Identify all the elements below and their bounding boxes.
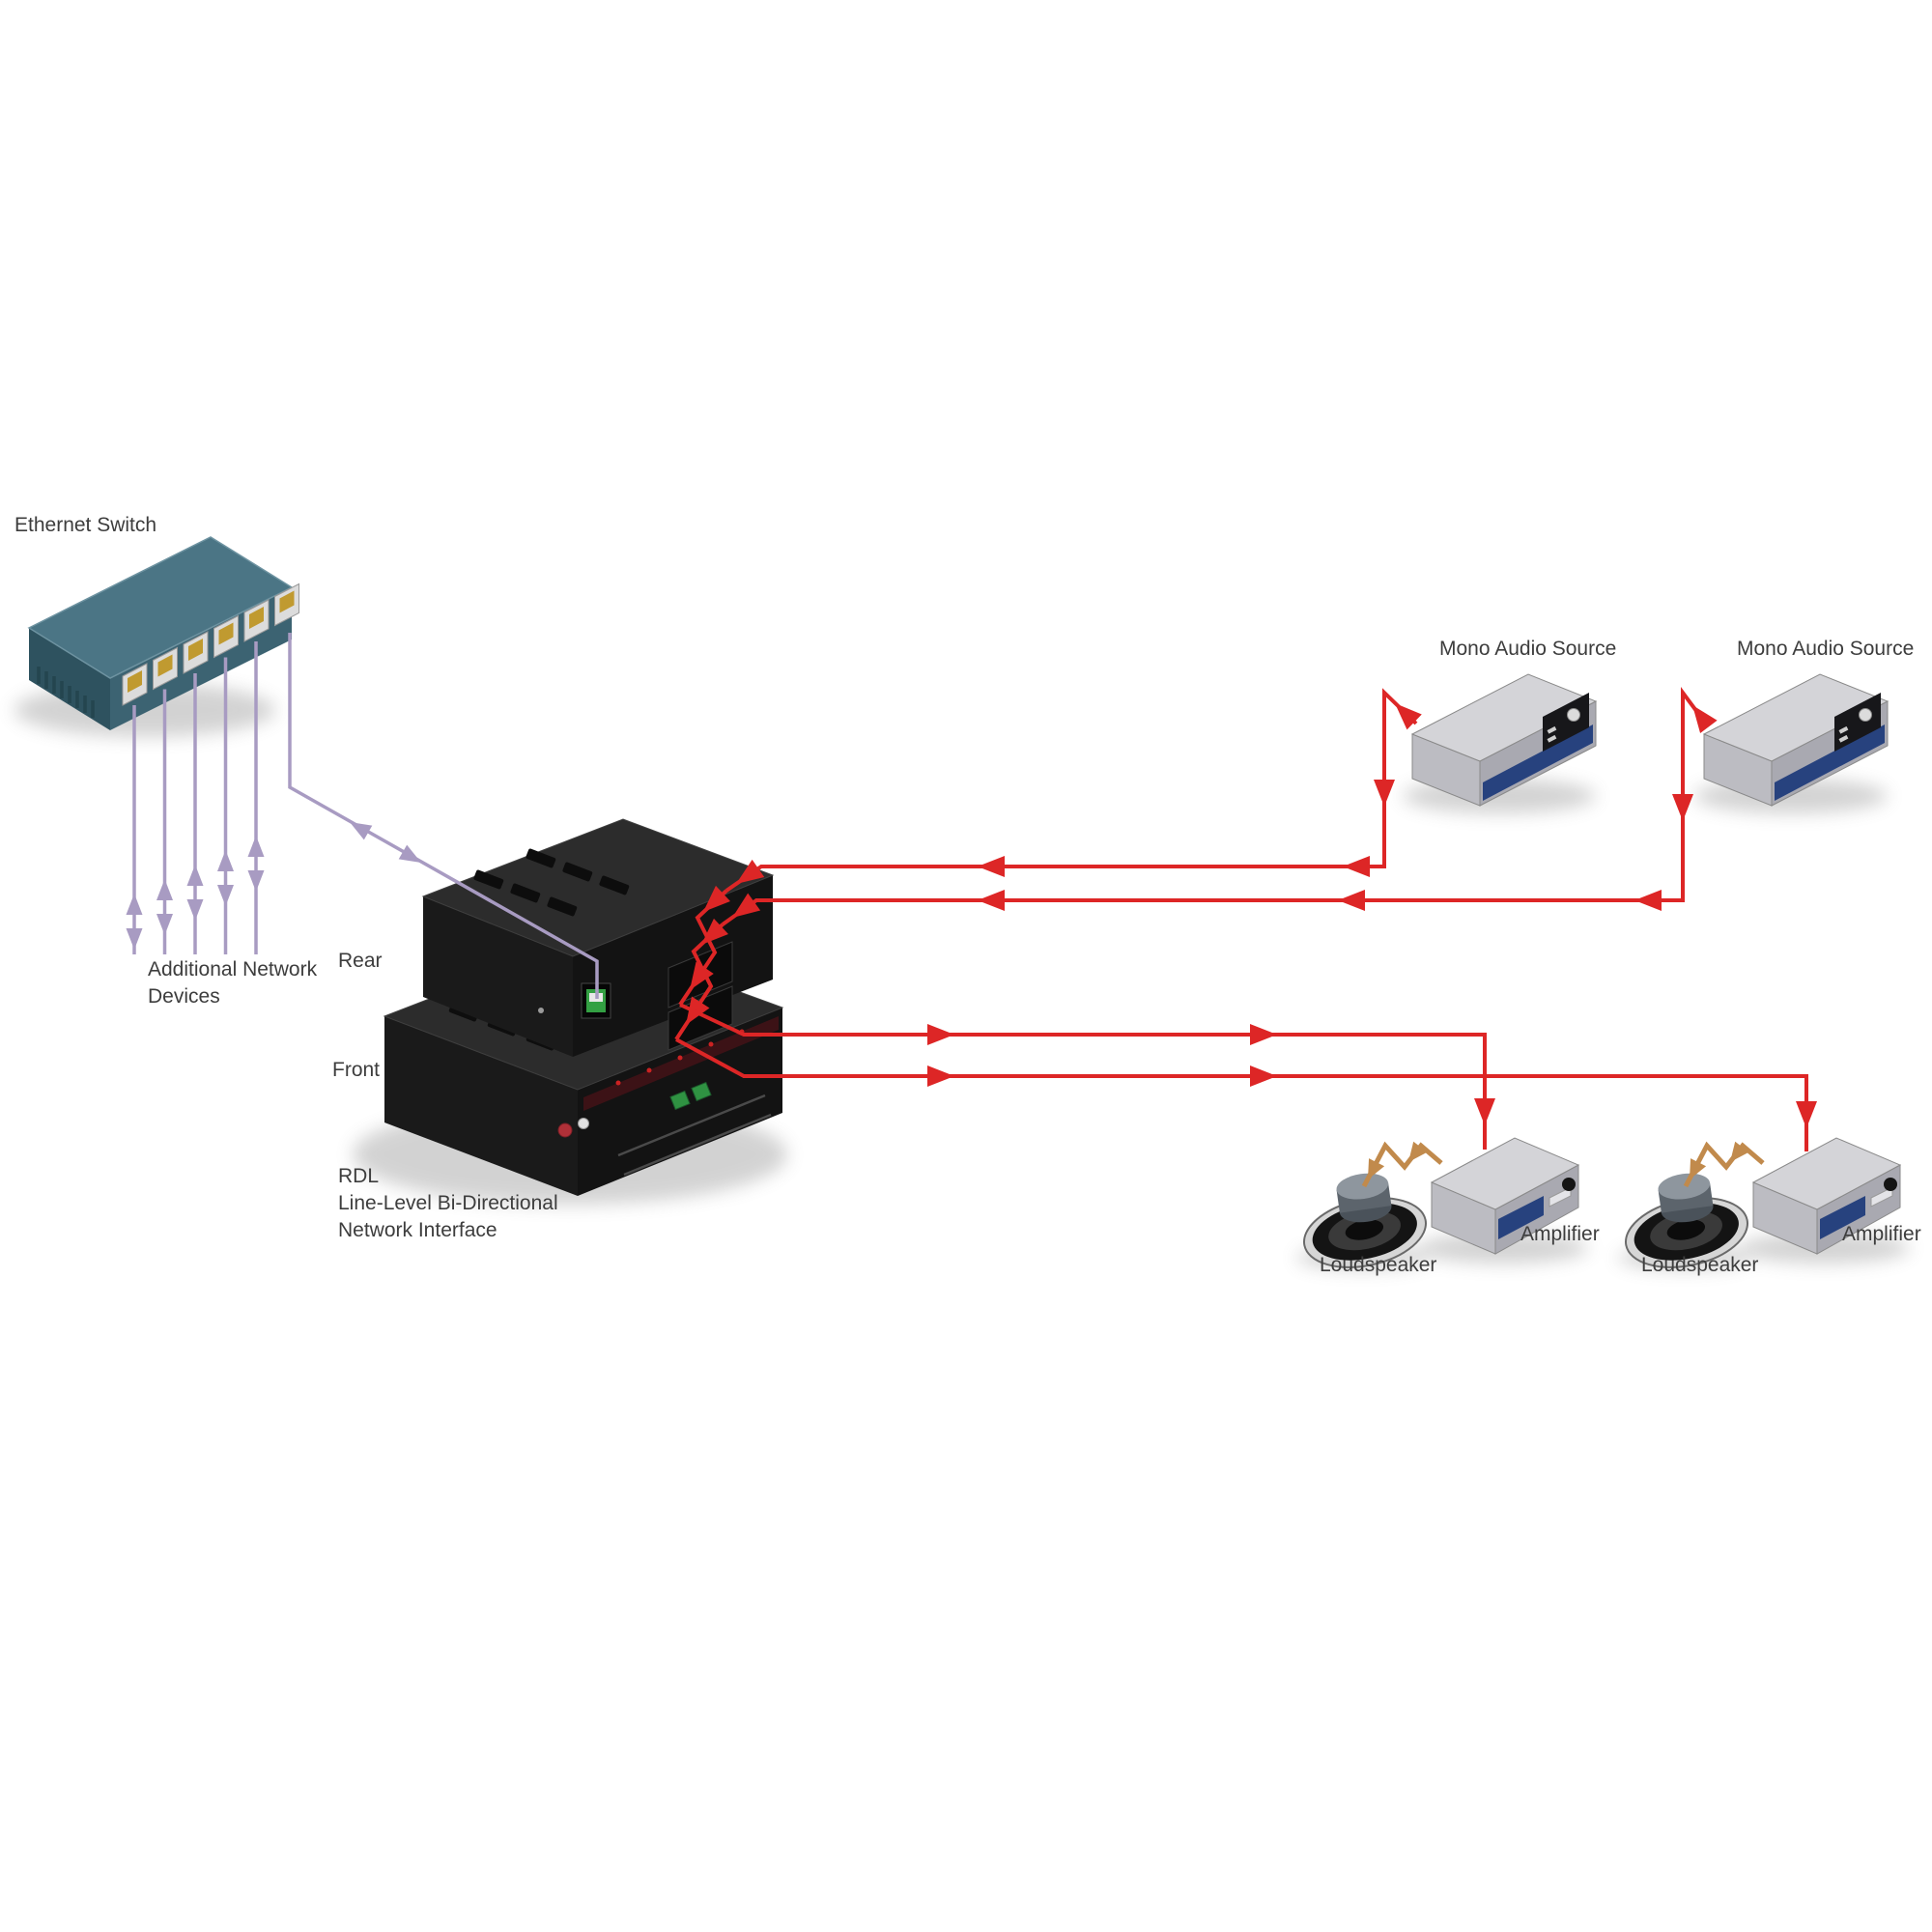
ethernet-switch xyxy=(27,536,299,730)
rdl-interface-label: RDL Line-Level Bi-Directional Network In… xyxy=(338,1163,558,1244)
network-drop-lines xyxy=(126,641,265,954)
additional-network-devices-line2: Devices xyxy=(148,985,220,1008)
additional-network-devices-line1: Additional Network xyxy=(148,958,318,980)
amplifier-right-label: Amplifier xyxy=(1842,1223,1921,1245)
mono-audio-source-right-label: Mono Audio Source xyxy=(1737,638,1915,660)
mono-audio-source-left-label: Mono Audio Source xyxy=(1439,638,1617,660)
ethernet-switch-label: Ethernet Switch xyxy=(14,514,157,536)
rdl-label-line2: Line-Level Bi-Directional xyxy=(338,1192,558,1214)
audio-input-cables xyxy=(674,686,1718,1041)
amplifier-left-label: Amplifier xyxy=(1520,1223,1600,1245)
audio-output-cables xyxy=(675,1003,1817,1151)
rdl-rear-unit xyxy=(421,818,775,1057)
switch-ports xyxy=(122,582,299,706)
loudspeaker-right-label: Loudspeaker xyxy=(1641,1254,1759,1276)
screw-dot xyxy=(538,1008,544,1013)
input-arrow-icons xyxy=(686,703,1718,1025)
switch-uplink-cable xyxy=(288,633,599,999)
front-panel-details xyxy=(557,1016,779,1177)
bidirectional-arrow-icons xyxy=(126,836,265,950)
output-arrow-icons xyxy=(927,1024,1817,1128)
additional-network-devices-label: Additional Network Devices xyxy=(148,956,317,1010)
speaker-cables xyxy=(1361,1141,1765,1188)
switch-vents xyxy=(37,667,95,718)
rear-label: Rear xyxy=(338,950,383,972)
rdl-label-line1: RDL xyxy=(338,1165,380,1187)
rear-unit-vents xyxy=(473,848,630,917)
loudspeaker-left-label: Loudspeaker xyxy=(1320,1254,1437,1276)
rdl-label-line3: Network Interface xyxy=(338,1219,497,1241)
front-label: Front xyxy=(332,1059,381,1081)
